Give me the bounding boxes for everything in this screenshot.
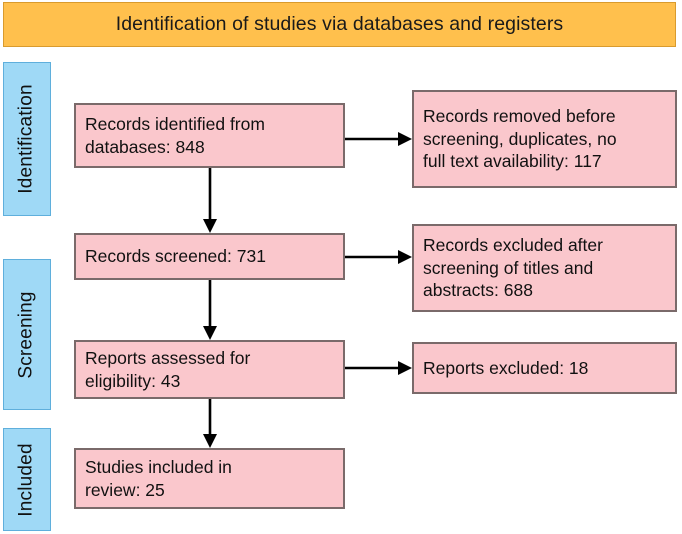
arrow-identified-to-removed [345,132,412,146]
studies-included-line2: review: 25 [85,479,165,500]
flow-box-records-identified-text: Records identified from databases: 848 [85,113,265,158]
flow-box-reports-assessed: Reports assessed for eligibility: 43 [74,340,345,399]
records-removed-line3: full text availability: 117 [423,151,602,172]
flow-box-records-removed-text: Records removed before screening, duplic… [423,105,617,172]
stage-label-screening-text: Screening [16,290,38,379]
records-identified-line1: Records identified from [85,114,265,135]
flow-box-records-screened: Records screened: 731 [74,233,345,280]
arrow-screened-to-assessed [203,280,217,340]
stage-label-screening: Screening [3,259,51,410]
reports-assessed-line1: Reports assessed for [85,348,251,369]
reports-assessed-line2: eligibility: 43 [85,370,181,391]
flow-box-studies-included: Studies included in review: 25 [74,448,345,509]
flow-box-studies-included-text: Studies included in review: 25 [85,456,232,501]
flow-box-reports-assessed-text: Reports assessed for eligibility: 43 [85,347,250,392]
records-excluded-line1: Records excluded after [423,235,603,256]
diagram-title: Identification of studies via databases … [115,13,564,35]
flow-box-records-removed: Records removed before screening, duplic… [412,90,677,188]
arrow-assessed-to-reports-excluded [345,361,412,375]
arrow-assessed-to-included [203,399,217,448]
flow-box-reports-excluded-text: Reports excluded: 18 [423,357,588,379]
stage-label-included: Included [3,428,51,531]
studies-included-line1: Studies included in [85,457,232,478]
records-removed-line2: screening, duplicates, no [423,128,617,149]
diagram-header-banner: Identification of studies via databases … [3,2,676,47]
stage-label-identification-text: Identification [16,84,38,194]
flow-box-records-excluded-screening-text: Records excluded after screening of titl… [423,234,603,301]
flow-box-records-screened-text: Records screened: 731 [85,245,266,267]
records-excluded-line3: abstracts: 688 [423,280,533,301]
flow-box-records-excluded-screening: Records excluded after screening of titl… [412,224,677,312]
stage-label-included-text: Included [16,442,37,517]
flow-box-records-identified: Records identified from databases: 848 [74,103,345,168]
records-removed-line1: Records removed before [423,106,616,127]
flow-box-reports-excluded: Reports excluded: 18 [412,342,677,394]
arrow-identified-to-screened [203,168,217,233]
records-screened-line1: Records screened: 731 [85,246,266,267]
records-identified-line2: databases: 848 [85,136,205,157]
records-excluded-line2: screening of titles and [423,257,594,278]
arrow-screened-to-excluded [345,250,412,264]
reports-excluded-line1: Reports excluded: 18 [423,357,589,378]
stage-label-identification: Identification [3,62,51,216]
